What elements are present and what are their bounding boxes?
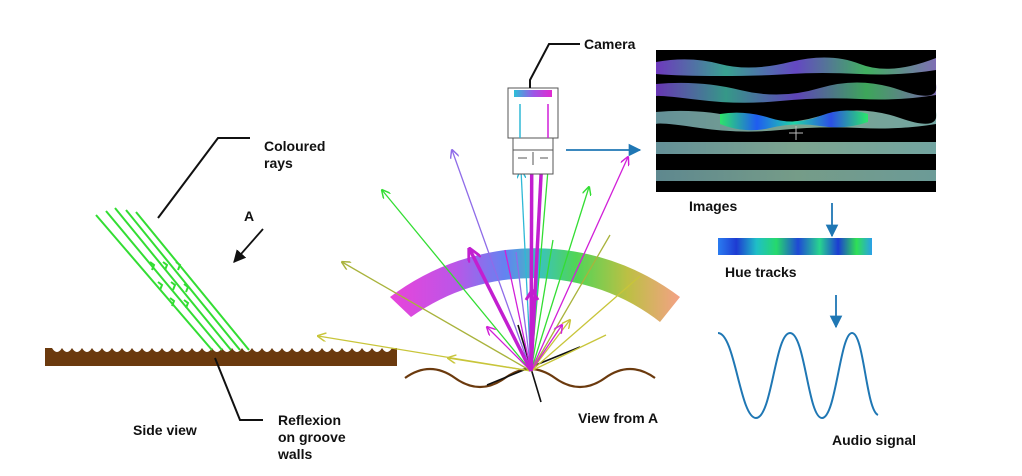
coloured-rays-label-line2: rays (264, 155, 293, 171)
side-view-label: Side view (133, 422, 197, 438)
camera-leader (529, 43, 580, 88)
images-label: Images (689, 198, 738, 214)
side-view-groove (45, 348, 397, 366)
a-direction-arrow (233, 228, 264, 263)
view-from-a-label: View from A (578, 410, 659, 426)
a-marker-label: A (244, 208, 255, 224)
camera-icon (507, 87, 559, 175)
groove-profile-wave (404, 367, 656, 389)
coloured-rays-leader (157, 137, 250, 219)
audio-signal-label: Audio signal (832, 432, 916, 448)
audio-signal-wave (717, 331, 879, 420)
groove-image (656, 50, 937, 192)
reflexion-label-line1: Reflexion (278, 412, 342, 428)
hue-tracks-label: Hue tracks (725, 264, 797, 280)
camera-label: Camera (584, 36, 636, 52)
colour-spectrum-arc (390, 248, 680, 322)
reflexion-label-line3: walls (278, 446, 313, 462)
coloured-rays-label-line1: Coloured (264, 138, 326, 154)
reflexion-leader (214, 357, 263, 421)
hue-track-bar (718, 238, 872, 255)
side-view-rays (95, 207, 250, 351)
reflexion-label-line2: on groove (278, 429, 346, 445)
